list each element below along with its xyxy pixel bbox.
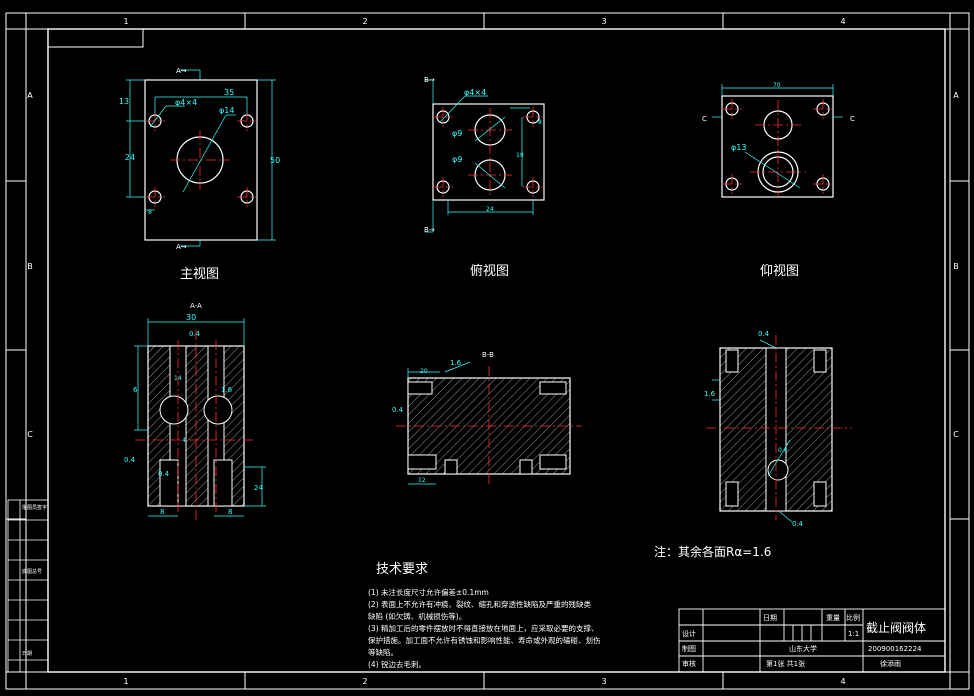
zone-labels: 1 2 3 4 1 2 3 4 A B C A B C: [27, 17, 959, 686]
front-dim-bore: φ14: [219, 106, 234, 115]
tech-req-line-4: (3) 精加工后的零件摆放时不得直接放在地面上，应采取必要的支撑、: [368, 623, 599, 633]
top-dim-bore1: φ9: [452, 129, 462, 138]
row-c-right: C: [953, 430, 959, 439]
side-strip-label-2: 底图总号: [22, 568, 42, 575]
title-block-scale-label: 比例: [846, 613, 860, 622]
tech-req-line-1: (1) 未注长度尺寸允许偏差±0.1mm: [368, 587, 489, 597]
title-block-part-name: 截止阀阀体: [866, 621, 926, 635]
side-strip-label-3: 日期: [22, 651, 32, 657]
col-2-bottom: 2: [362, 677, 367, 686]
title-block-drawing-no: 200900162224: [868, 645, 922, 653]
front-section-mark-bottom: A→: [176, 243, 187, 251]
title-block-weight-label: 重量: [826, 614, 840, 622]
col-3-bottom: 3: [601, 677, 606, 686]
tech-req-line-2: (2) 表面上不允许有冲痕、裂纹、缩孔和穿透性缺陷及严重的残缺类: [368, 599, 592, 609]
front-dim-8: 8: [148, 209, 152, 216]
front-dim-24: 24: [125, 153, 135, 162]
row-a-right: A: [953, 91, 959, 100]
side-strip-label-1: 描图员签字: [22, 504, 47, 511]
front-dim-holes: φ4×4: [175, 98, 197, 107]
title-block-sheet-info: 第1张 共1张: [766, 659, 805, 668]
aa-dim-14: 14: [174, 375, 182, 382]
aa-dim-24: 24: [254, 484, 263, 492]
front-view-caption: 主视图: [180, 267, 219, 282]
top-dim-8: 8: [538, 119, 542, 126]
tech-req-line-5: 保护措施。加工面不允许有锈蚀和影响性能、寿命或外观的磕碰、划伤: [368, 635, 601, 645]
side-strip: [7, 499, 49, 673]
cc-dim-0.4-mid: 0.4: [778, 447, 788, 454]
bb-dim-0.4: 0.4: [392, 406, 404, 414]
top-dim-24: 24: [486, 206, 494, 213]
aa-dim-4: 4: [182, 437, 186, 444]
tech-req-line-7: (4) 锐边去毛刺。: [368, 659, 426, 669]
tech-req-title: 技术要求: [376, 562, 428, 577]
bottom-view: 70 φ13 C C 仰视图: [702, 82, 855, 279]
bottom-dim-70: 70: [773, 82, 781, 89]
title-block-design-label: 设计: [682, 629, 696, 638]
top-dim-bore2: φ9: [452, 155, 462, 164]
front-view: 13 24 φ4×4 35 φ14 50 8 A→ A→ 主视图: [119, 67, 280, 282]
bottom-section-mark-left: C: [702, 115, 707, 123]
top-section-mark-top: B→: [424, 76, 435, 84]
tech-req-line-6: 等缺陷。: [368, 647, 398, 657]
bottom-view-caption: 仰视图: [760, 264, 799, 279]
cc-dim-1.6: 1.6: [704, 390, 716, 398]
section-cc: 0.4 1.6 0.4 0.4: [704, 330, 852, 528]
title-block-reviewer: 徐添雨: [880, 659, 901, 668]
top-dim-holes: φ4×4: [464, 88, 486, 97]
surface-roughness-note: 注：其余各面Rα=1.6: [654, 544, 771, 559]
aa-dim-0.4-bottom: 0.4: [158, 470, 170, 478]
top-view-caption: 俯视图: [470, 263, 509, 279]
top-dim-19: 19: [516, 152, 524, 159]
aa-dim-30: 30: [186, 313, 196, 322]
top-section-mark-bottom: B→: [424, 226, 435, 234]
title-block-date-label: 日期: [763, 614, 777, 622]
aa-dim-8-left: 8: [160, 508, 164, 516]
col-1-top: 1: [123, 17, 128, 26]
aa-dim-1.6: 1.6: [221, 386, 233, 394]
aa-dim-6: 6: [133, 386, 138, 394]
top-view: φ4×4 φ9 φ9 19 8 24 B→ B→ 俯视图: [424, 76, 545, 279]
aa-dim-0.4-left: 0.4: [124, 456, 136, 464]
col-4-bottom: 4: [840, 677, 845, 686]
title-block-school: 山东大学: [789, 644, 817, 653]
aa-dim-0.4-top: 0.4: [189, 330, 201, 338]
front-dim-35: 35: [224, 88, 234, 97]
title-block-check-label: 审核: [682, 659, 696, 668]
bottom-section-mark-right: C: [850, 115, 855, 123]
bb-dim-12: 12: [418, 477, 426, 484]
col-3-top: 3: [601, 17, 606, 26]
bb-dim-1.6: 1.6: [450, 359, 462, 367]
section-aa-title: A-A: [190, 302, 202, 310]
section-bb: 1.6 20 0.4 12 B-B: [392, 351, 582, 485]
section-bb-title: B-B: [482, 351, 494, 359]
row-b-left: B: [27, 262, 33, 271]
col-1-bottom: 1: [123, 677, 128, 686]
bottom-dim-13: φ13: [731, 143, 746, 152]
aa-dim-8-right: 8: [228, 508, 232, 516]
front-dim-50: 50: [270, 156, 280, 165]
front-section-mark-top: A→: [176, 67, 187, 75]
row-c-left: C: [27, 430, 33, 439]
section-aa: 30 0.4 1.6 6 14 4 0.4 0.4 8 8 24 A-A: [124, 302, 266, 520]
cc-dim-0.4-bottom: 0.4: [792, 520, 804, 528]
title-block: [678, 608, 946, 673]
row-a-left: A: [27, 91, 33, 100]
technical-requirements: 技术要求 (1) 未注长度尺寸允许偏差±0.1mm (2) 表面上不允许有冲痕、…: [368, 562, 601, 669]
bb-dim-20: 20: [420, 368, 428, 375]
col-4-top: 4: [840, 17, 845, 26]
title-block-scale-value: 1:1: [848, 630, 859, 638]
col-2-top: 2: [362, 17, 367, 26]
row-b-right: B: [953, 262, 959, 271]
title-block-draw-label: 制图: [682, 644, 696, 653]
sheet-border: [5, 12, 970, 690]
cc-dim-0.4-top: 0.4: [758, 330, 770, 338]
tech-req-line-3: 缺陷 (如欠铸、机械损伤等)。: [368, 611, 466, 621]
front-dim-13: 13: [119, 97, 129, 106]
